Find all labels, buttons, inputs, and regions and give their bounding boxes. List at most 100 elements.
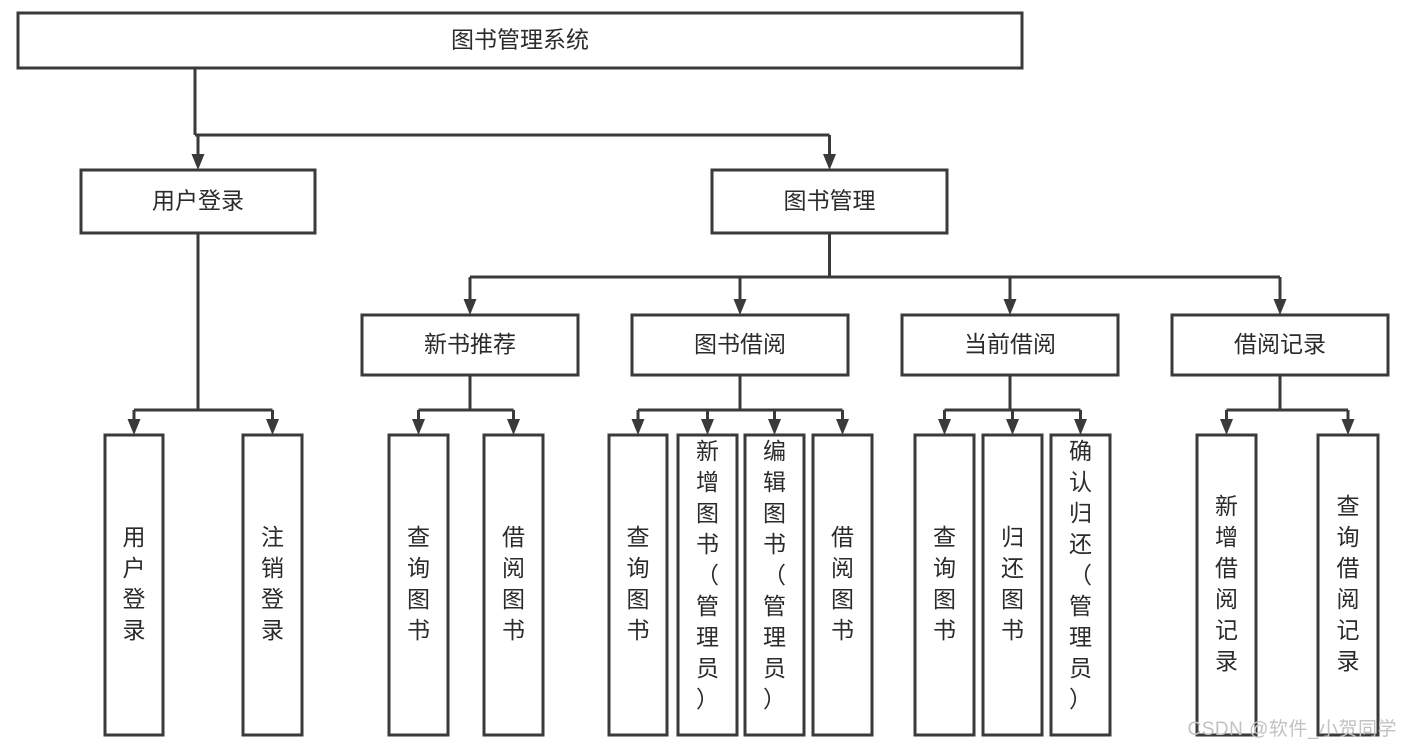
node-leaf-query-borrow-record[interactable]: 查询借阅记录 bbox=[1316, 433, 1380, 737]
arrow-head bbox=[836, 419, 849, 435]
label-char: 阅 bbox=[831, 555, 854, 581]
node-current-borrow[interactable]: 当前借阅 bbox=[900, 313, 1120, 377]
label-char: ） bbox=[696, 686, 719, 712]
node-box bbox=[241, 433, 304, 737]
label-char: 查 bbox=[933, 524, 956, 550]
node-leaf-return-book[interactable]: 归还图书 bbox=[981, 433, 1044, 737]
node-box bbox=[482, 433, 545, 737]
node-label: 新增图书（管理员） bbox=[696, 438, 719, 712]
node-box bbox=[103, 433, 165, 737]
node-book-borrow[interactable]: 图书借阅 bbox=[630, 313, 850, 377]
arrow-head bbox=[1003, 299, 1017, 315]
label-char: 阅 bbox=[1337, 586, 1360, 612]
node-new-book-recommend[interactable]: 新书推荐 bbox=[360, 313, 580, 377]
node-box bbox=[743, 433, 806, 737]
arrow-head bbox=[1273, 299, 1287, 315]
node-leaf-borrow-book-recommend[interactable]: 借阅图书 bbox=[482, 433, 545, 737]
label-char: 确 bbox=[1069, 438, 1092, 464]
label-char: 员 bbox=[696, 655, 719, 681]
node-leaf-user-login[interactable]: 用户登录 bbox=[103, 433, 165, 737]
node-box bbox=[387, 433, 450, 737]
label-char: 图 bbox=[627, 586, 650, 612]
arrow-head bbox=[507, 419, 520, 435]
label-char: 辑 bbox=[763, 469, 786, 495]
node-leaf-add-borrow-record[interactable]: 新增借阅记录 bbox=[1195, 433, 1258, 737]
arrow-head bbox=[823, 154, 836, 170]
label-char: 书 bbox=[1001, 617, 1024, 643]
arrow-head bbox=[1341, 419, 1355, 435]
arrow-head bbox=[701, 419, 714, 435]
label-char: 管 bbox=[1069, 593, 1092, 619]
node-leaf-query-book-borrow[interactable]: 查询图书 bbox=[607, 433, 669, 737]
node-box bbox=[676, 433, 739, 737]
label-char: 书 bbox=[763, 531, 786, 557]
label-char: 书 bbox=[831, 617, 854, 643]
label-char: 阅 bbox=[1215, 586, 1238, 612]
label-char: 编 bbox=[763, 438, 786, 464]
node-leaf-edit-book[interactable]: 编辑图书（管理员） bbox=[743, 433, 806, 737]
label-char: 借 bbox=[1215, 555, 1238, 581]
arrow-head bbox=[191, 154, 205, 170]
label-char: 图 bbox=[933, 586, 956, 612]
label-char: 还 bbox=[1069, 531, 1092, 557]
node-box bbox=[900, 313, 1120, 377]
node-box bbox=[981, 433, 1044, 737]
label-char: 借 bbox=[1337, 555, 1360, 581]
node-leaf-add-book[interactable]: 新增图书（管理员） bbox=[676, 433, 739, 737]
node-box bbox=[913, 433, 976, 737]
node-label: 查询图书 bbox=[627, 524, 650, 643]
label-char: 记 bbox=[1215, 617, 1238, 643]
label-char: 书 bbox=[696, 531, 719, 557]
label-char: 录 bbox=[1215, 648, 1238, 674]
node-label: 图书管理 bbox=[784, 188, 876, 214]
label-char: 新 bbox=[696, 438, 719, 464]
label-char: 登 bbox=[123, 586, 146, 612]
label-char: 归 bbox=[1001, 524, 1024, 550]
node-leaf-query-book-recommend[interactable]: 查询图书 bbox=[387, 433, 450, 737]
node-leaf-logout-login[interactable]: 注销登录 bbox=[241, 433, 304, 737]
label-char: 阅 bbox=[502, 555, 525, 581]
label-char: 认 bbox=[1069, 469, 1092, 495]
label-char: 管 bbox=[763, 593, 786, 619]
node-label: 新书推荐 bbox=[424, 331, 516, 357]
node-user-login[interactable]: 用户登录 bbox=[79, 168, 317, 235]
label-char: 询 bbox=[407, 555, 430, 581]
node-label: 查询图书 bbox=[407, 524, 430, 643]
node-book-management[interactable]: 图书管理 bbox=[710, 168, 949, 235]
node-label: 借阅记录 bbox=[1234, 331, 1326, 357]
node-box bbox=[360, 313, 580, 377]
node-label: 注销登录 bbox=[261, 524, 284, 643]
node-box bbox=[1049, 433, 1112, 737]
node-label: 用户登录 bbox=[152, 188, 244, 214]
arrow-head bbox=[1074, 419, 1087, 435]
node-leaf-confirm-return[interactable]: 确认归还（管理员） bbox=[1049, 433, 1112, 737]
node-box bbox=[16, 11, 1024, 70]
label-char: 还 bbox=[1001, 555, 1024, 581]
node-label: 确认归还（管理员） bbox=[1069, 438, 1092, 712]
node-leaf-query-book-current[interactable]: 查询图书 bbox=[913, 433, 976, 737]
node-box bbox=[607, 433, 669, 737]
arrow-head bbox=[733, 299, 747, 315]
label-char: 户 bbox=[123, 555, 146, 581]
label-char: 图 bbox=[831, 586, 854, 612]
node-box bbox=[710, 168, 949, 235]
node-label: 新增借阅记录 bbox=[1215, 493, 1238, 674]
node-label: 查询图书 bbox=[933, 524, 956, 643]
node-leaf-borrow-book[interactable]: 借阅图书 bbox=[811, 433, 874, 737]
label-char: 新 bbox=[1215, 493, 1238, 519]
label-char: （ bbox=[763, 562, 786, 588]
label-char: ） bbox=[1069, 686, 1092, 712]
arrow-head bbox=[463, 299, 477, 315]
label-char: 管 bbox=[696, 593, 719, 619]
label-char: ） bbox=[763, 686, 786, 712]
node-borrow-record[interactable]: 借阅记录 bbox=[1170, 313, 1390, 377]
node-box bbox=[1170, 313, 1390, 377]
label-char: 图 bbox=[763, 500, 786, 526]
label-char: 询 bbox=[627, 555, 650, 581]
label-char: （ bbox=[696, 562, 719, 588]
node-label: 编辑图书（管理员） bbox=[763, 438, 786, 712]
label-char: 增 bbox=[696, 469, 719, 495]
node-box bbox=[79, 168, 317, 235]
node-system-root[interactable]: 图书管理系统 bbox=[16, 11, 1024, 70]
